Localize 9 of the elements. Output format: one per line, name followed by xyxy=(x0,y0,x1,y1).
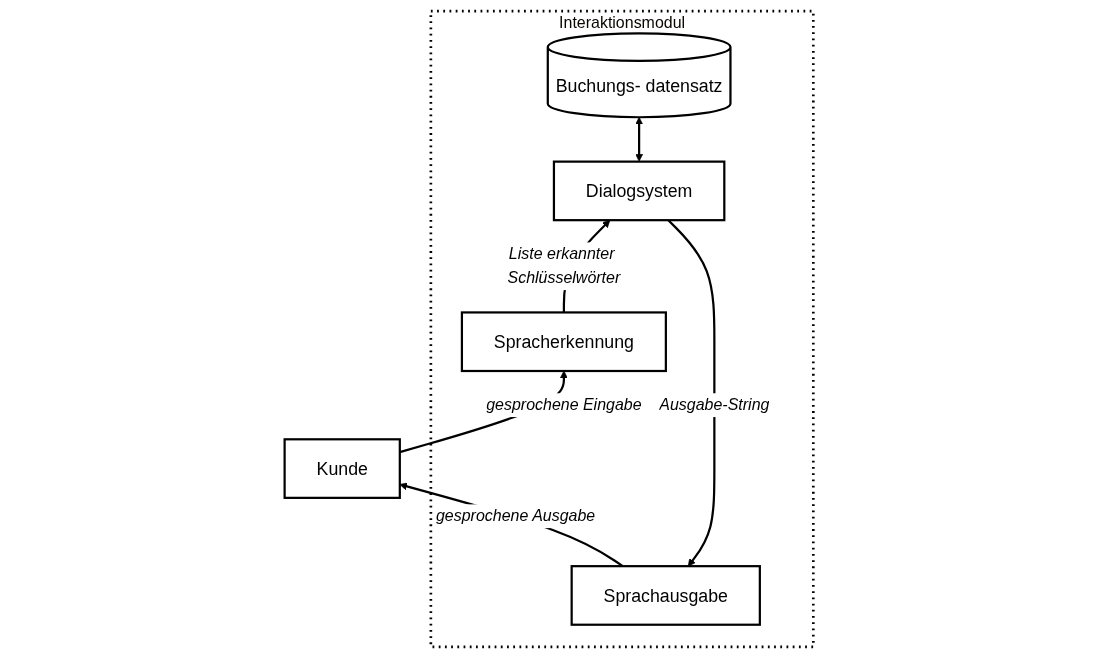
node-box: Dialogsystem xyxy=(552,160,726,221)
edge-label: Ausgabe-String xyxy=(659,395,770,414)
arrow xyxy=(635,116,644,162)
node-box: Spracherkennung xyxy=(460,310,667,372)
node-box: Kunde xyxy=(283,437,401,499)
edge-label: Liste erkannter Schlüsselwörter xyxy=(507,244,621,287)
edge-label: gesprochene Ausgabe xyxy=(436,506,596,525)
edge-label: gesprochene Eingabe xyxy=(486,395,642,414)
node-box: Sprachausgabe xyxy=(570,564,761,626)
